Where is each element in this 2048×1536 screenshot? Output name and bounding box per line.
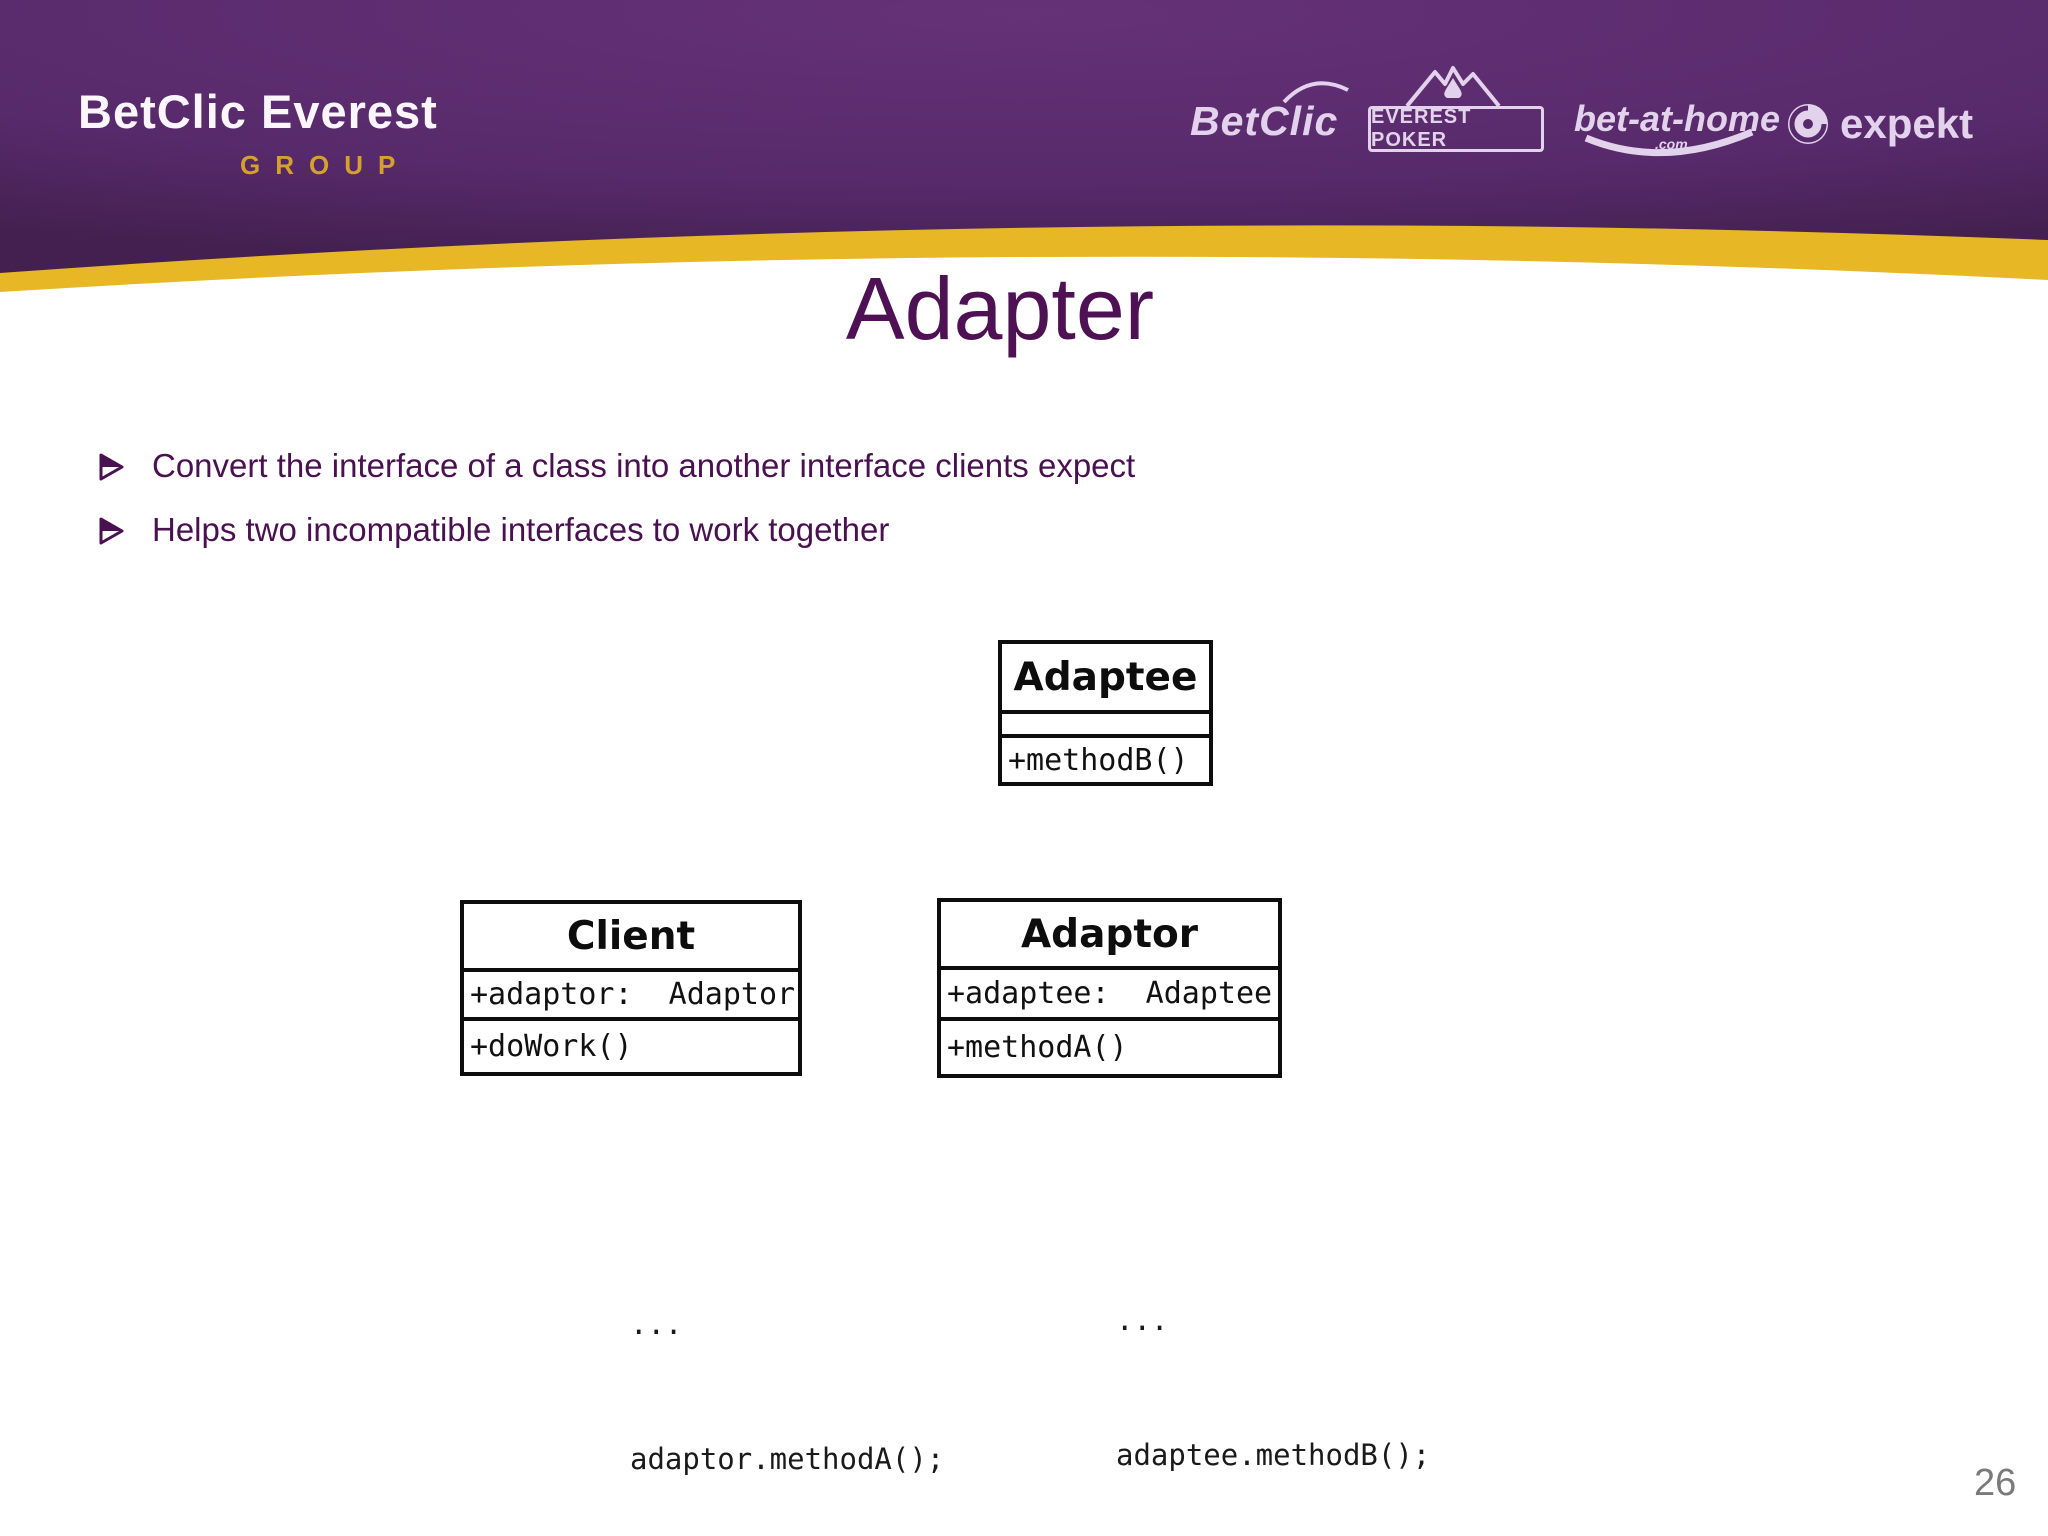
bullet-text: Convert the interface of a class into an… — [152, 447, 1136, 484]
class-attribute: +adaptor: Adaptor — [470, 977, 796, 1012]
uml-class-adaptor: Adaptor +adaptee: Adaptee +methodA() — [937, 898, 1282, 1078]
page-number: 26 — [1974, 1462, 2017, 1504]
note-line: adaptee.methodB(); — [1116, 1438, 1431, 1472]
bullet-arrow-icon — [99, 453, 124, 481]
bet-at-home-swoosh-icon — [1584, 128, 1754, 157]
expekt-swirl-icon — [1788, 104, 1828, 144]
list-item: Convert the interface of a class into an… — [98, 446, 1135, 486]
note-line: adaptor.methodA(); — [630, 1442, 945, 1476]
bet-at-home-com-label: .com — [1655, 136, 1688, 152]
uml-class-adaptee: Adaptee +methodB() — [998, 640, 1213, 786]
class-name: Adaptee — [1002, 644, 1209, 714]
expekt-logo: expekt — [1786, 100, 1973, 148]
betclic-logo: BetClic — [1190, 98, 1339, 144]
class-name: Client — [464, 904, 798, 972]
uml-class-client: Client +adaptor: Adaptor +doWork() — [460, 900, 802, 1076]
header-banner — [0, 0, 2048, 292]
bullet-list: Convert the interface of a class into an… — [98, 446, 1135, 574]
page-title: Adapter — [845, 259, 1155, 358]
class-name: Adaptor — [941, 902, 1278, 970]
everest-poker-mountain-icon — [1405, 66, 1501, 108]
list-item: Helps two incompatible interfaces to wor… — [98, 510, 1135, 550]
brand-group-label: GROUP — [240, 150, 411, 180]
everest-poker-logo: EVEREST POKER — [1368, 106, 1544, 152]
betclic-swoosh-icon — [1282, 81, 1349, 104]
bullet-arrow-icon — [99, 517, 124, 545]
class-attributes-empty — [1002, 714, 1209, 738]
note-line: ... — [630, 1307, 683, 1341]
class-method: +methodA() — [947, 1030, 1128, 1065]
expekt-wordmark: expekt — [1840, 100, 1974, 147]
note-line: ... — [1116, 1303, 1169, 1337]
class-attribute: +adaptee: Adaptee — [947, 976, 1273, 1011]
class-method: +methodB() — [1008, 742, 1189, 778]
uml-note-client-code: ... adaptor.methodA(); ... — [630, 1212, 944, 1536]
class-method: +doWork() — [470, 1029, 633, 1064]
uml-note-adaptor-code: ... adaptee.methodB(); ... — [1116, 1208, 1430, 1536]
header-purple-area — [0, 0, 2048, 273]
bullet-text: Helps two incompatible interfaces to wor… — [152, 511, 890, 548]
brand-wordmark: BetClic Everest — [78, 85, 438, 138]
